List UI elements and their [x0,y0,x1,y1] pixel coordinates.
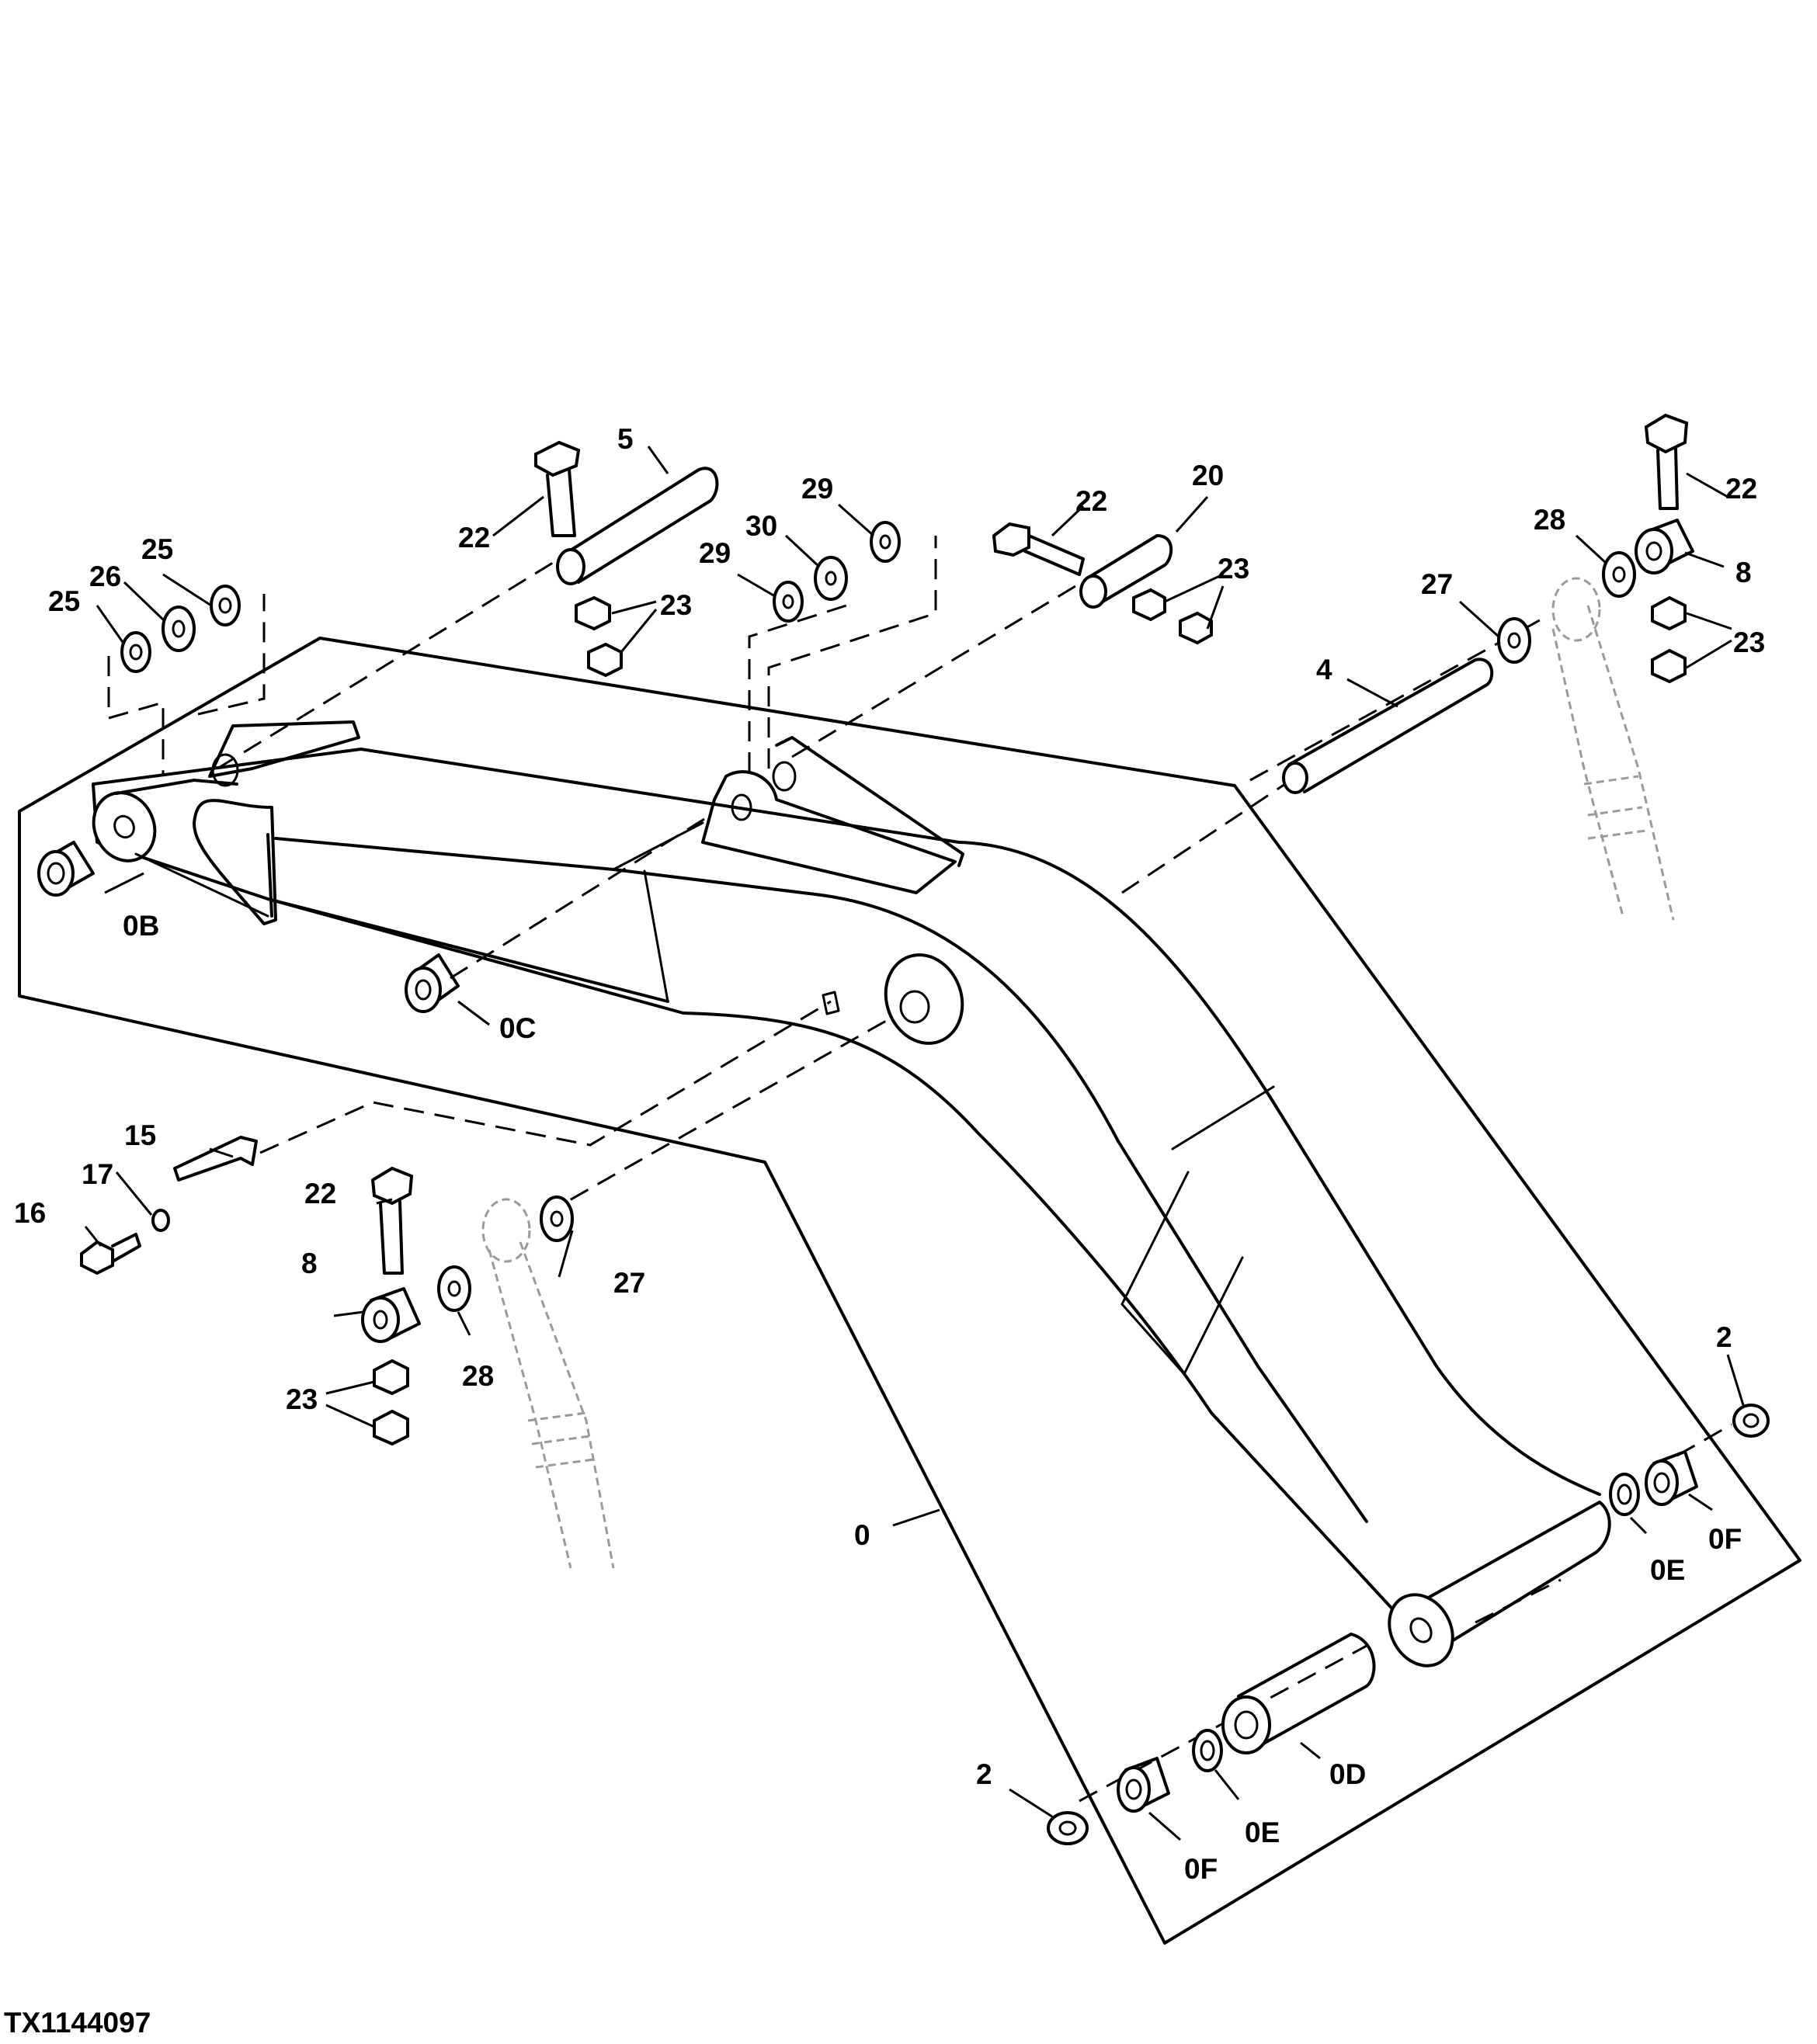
callout-labels: 0 0B 0C 0D 0E 0F 0E 0F 2 2 4 5 8 8 15 16… [4,423,1765,2039]
callout-23-b: 23 [1218,553,1249,585]
callout-0c: 0C [499,1012,536,1044]
callout-17: 17 [82,1158,113,1190]
parts-15-16-17 [80,1136,258,1275]
bushing-0b [37,841,95,897]
pin-4 [1282,658,1494,794]
callout-22-c: 22 [1725,473,1757,505]
pin-5 [556,467,719,585]
ghost-cylinder-right [1551,577,1675,921]
seals-right [1609,1404,1770,1516]
callout-2-bottom: 2 [976,1758,992,1790]
callout-25-b: 25 [48,585,80,617]
callout-27-right: 27 [1421,568,1453,600]
callout-0f-right: 0F [1708,1523,1742,1555]
boom-body [92,720,1611,1667]
assembly-frame [18,637,1801,1945]
callout-23-d: 23 [286,1383,318,1415]
callout-8-left: 8 [301,1248,318,1279]
callout-0b: 0B [123,910,159,942]
washers-25-26 [120,585,241,673]
callout-2-right: 2 [1716,1321,1732,1353]
callout-4: 4 [1316,654,1332,685]
assembly-guide-lines [107,536,1732,1803]
callout-30: 30 [745,510,777,542]
callout-29-b: 29 [699,537,731,569]
bolt-22-pin-20 [992,522,1213,645]
tube-0d [1221,1633,1376,1754]
callout-8-right: 8 [1735,557,1752,588]
callout-28-left: 28 [462,1360,494,1392]
callout-25-a: 25 [141,533,173,565]
leader-lines [84,446,1745,1841]
callout-28-right: 28 [1534,504,1565,536]
callout-29-a: 29 [801,473,833,505]
callout-0e-bottom: 0E [1245,1817,1280,1848]
callout-0f-bottom: 0F [1184,1853,1218,1885]
bolt-22-top [534,440,581,537]
callout-16: 16 [14,1197,46,1229]
left-hardware [361,1166,574,1446]
callout-26: 26 [89,560,121,592]
nuts-23-top [575,595,623,678]
callout-22-b: 22 [1075,485,1107,517]
callout-23-a: 23 [660,589,692,621]
seals-bottom [1047,1729,1223,1845]
callout-27-left: 27 [613,1267,645,1299]
callout-0d: 0D [1329,1758,1366,1790]
callout-0: 0 [854,1519,870,1551]
ghost-cylinder-left [481,1198,615,1569]
bushing-0c [405,953,460,1013]
callout-22-a: 22 [458,522,490,554]
washers-29-30 [773,521,901,623]
callout-23-c: 23 [1733,626,1765,658]
figure-id: TX1144097 [4,2007,151,2039]
callout-0e-right: 0E [1650,1554,1685,1586]
callout-15: 15 [124,1119,156,1151]
right-hardware [1497,413,1694,684]
callout-5: 5 [617,423,634,455]
callout-22-d: 22 [304,1178,336,1209]
callout-20: 20 [1192,460,1224,491]
